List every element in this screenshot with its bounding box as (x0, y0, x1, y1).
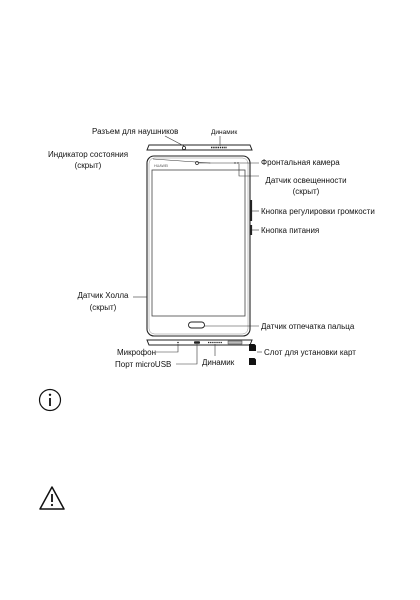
label-speaker-bottom: Динамик (202, 358, 235, 367)
label-power-button: Кнопка питания (261, 226, 319, 235)
micro-usb-port-shape (194, 341, 200, 344)
tablet-inner-edge (148, 157, 249, 335)
label-fingerprint-sensor: Датчик отпечатка пальца (261, 322, 355, 331)
bottom-edge-view (146, 339, 253, 346)
label-hall-sensor-note: (скрыт) (90, 303, 117, 312)
label-hall-sensor: Датчик Холла (77, 291, 129, 300)
label-status-indicator-note: (скрыт) (75, 161, 102, 170)
labels: Разъем для наушников Динамик Индикатор с… (48, 127, 375, 369)
leader-lines (133, 135, 262, 365)
label-headphone-jack: Разъем для наушников (92, 127, 178, 136)
tablet-screen (151, 169, 246, 317)
label-volume-button: Кнопка регулировки громкости (261, 207, 375, 216)
label-status-indicator: Индикатор состояния (48, 150, 128, 159)
headphone-jack-hole (181, 145, 186, 150)
info-icon (38, 388, 62, 412)
label-microphone: Микрофон (117, 348, 156, 357)
power-button-shape (249, 225, 253, 235)
fingerprint-sensor (188, 321, 205, 329)
card-slot-shape (227, 340, 243, 345)
front-camera-lens (195, 161, 199, 165)
tablet-front: HUAWEI (146, 155, 253, 337)
sd-card-icon (249, 358, 256, 365)
brand-logo: HUAWEI (154, 164, 168, 168)
label-light-sensor-note: (скрыт) (293, 187, 320, 196)
label-speaker-top: Динамик (211, 129, 237, 136)
label-card-slot: Слот для установки карт (264, 348, 356, 357)
leader-micro-usb (176, 344, 198, 365)
leader-light-sensor (238, 164, 259, 177)
card-icons (249, 344, 256, 365)
label-micro-usb-port: Порт microUSB (115, 360, 171, 369)
leader-headphone-jack (164, 135, 185, 147)
sim-card-icon (249, 344, 256, 351)
label-light-sensor: Датчик освещенности (265, 176, 346, 185)
volume-button-shape (249, 200, 253, 221)
microphone-hole (177, 341, 179, 344)
warning-icon (39, 486, 65, 510)
leader-status-indicator (152, 158, 211, 164)
top-edge-outline (146, 144, 253, 151)
leader-microphone (156, 344, 179, 353)
label-front-camera: Фронтальная камера (261, 158, 340, 167)
top-edge-view (146, 144, 253, 151)
